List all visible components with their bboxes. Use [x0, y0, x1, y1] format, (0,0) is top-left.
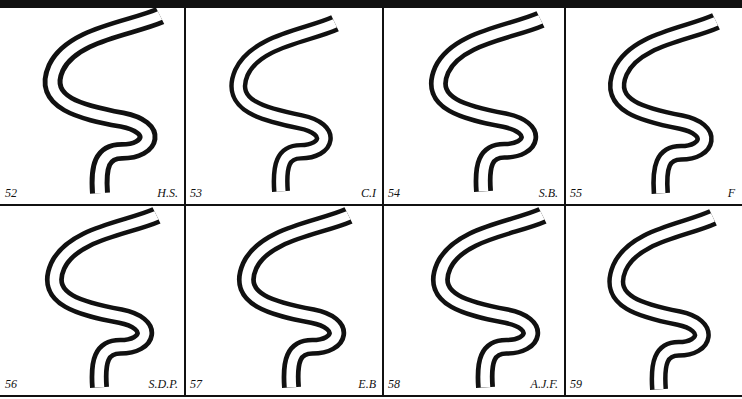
initials-label: H.S.: [156, 187, 179, 200]
s-curve: [53, 16, 716, 390]
initials-label: E.B: [357, 378, 377, 391]
panel-number: 55: [569, 187, 583, 200]
panel-number: 52: [4, 187, 18, 200]
panel-number: 56: [4, 378, 18, 391]
panel-number: 53: [189, 187, 203, 200]
initials-label: C.I: [360, 187, 377, 200]
panel-number: 58: [387, 378, 401, 391]
panel-number: 59: [569, 378, 583, 391]
panel-grid: [0, 8, 742, 396]
initials-label: A.J.F.: [530, 378, 559, 391]
panel-number: 54: [387, 187, 401, 200]
initials-label: F: [727, 187, 736, 200]
initials-label: S.B.: [538, 187, 559, 200]
panel-number: 57: [189, 378, 203, 391]
initials-label: S.D.P.: [148, 378, 179, 391]
top-bar: [0, 0, 742, 8]
